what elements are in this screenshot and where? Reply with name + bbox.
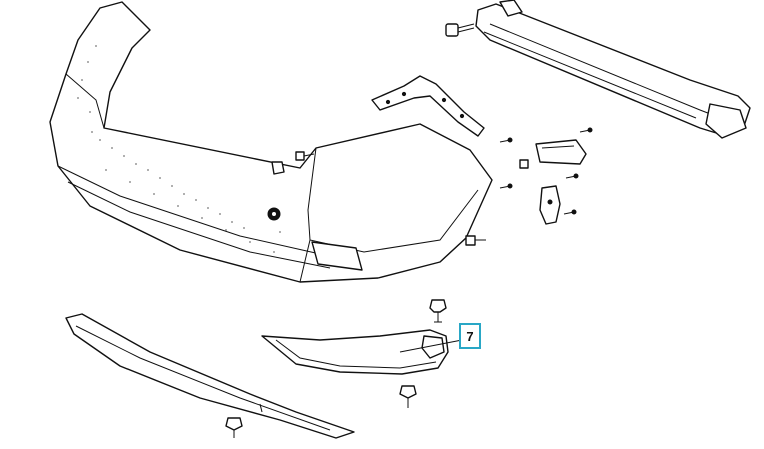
side-reflector: [535, 139, 587, 165]
clip-nut-1: [271, 161, 285, 175]
push-clip-bottom: [399, 385, 417, 408]
bumper-reinforcement-beam: [475, 0, 751, 139]
rear-bumper-fascia: [49, 1, 493, 283]
bumper-mounting-bracket: [371, 75, 485, 137]
hook-bracket: [539, 185, 561, 225]
callout-label: 7: [466, 329, 473, 344]
push-clip-top: [429, 299, 447, 323]
small-screw-b: [499, 183, 513, 189]
callout-leader-line: [399, 339, 463, 353]
callout-box[interactable]: [459, 323, 481, 349]
small-screw-d: [565, 173, 579, 179]
small-screw-a: [499, 137, 513, 143]
push-clip-left: [225, 417, 243, 438]
small-screw-c: [579, 127, 593, 133]
lower-corner-garnish: [261, 329, 449, 375]
clip-screw-3: [519, 159, 529, 169]
small-screw-e: [563, 209, 577, 215]
grommet-1: [267, 207, 281, 221]
beam-bolt: [445, 23, 475, 37]
clip-screw-1: [295, 151, 315, 161]
clip-screw-2: [465, 235, 486, 246]
fascia-texture: [77, 45, 281, 253]
lower-center-garnish: [65, 313, 355, 439]
